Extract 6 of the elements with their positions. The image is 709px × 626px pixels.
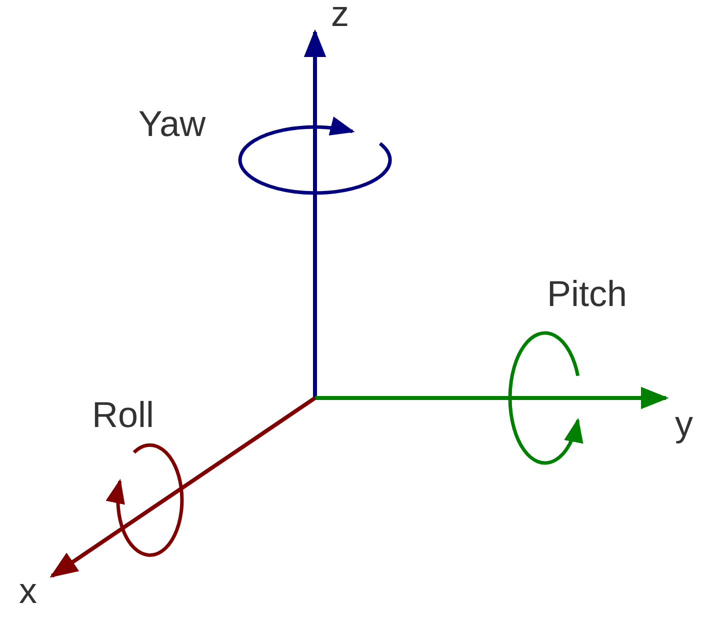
axis-label: x bbox=[19, 573, 37, 609]
axis-label: y bbox=[675, 406, 693, 442]
axis-label: z bbox=[331, 0, 349, 32]
rotation-label: Yaw bbox=[138, 106, 206, 142]
rotation-label: Roll bbox=[92, 397, 154, 433]
rotation-label: Pitch bbox=[546, 276, 628, 312]
